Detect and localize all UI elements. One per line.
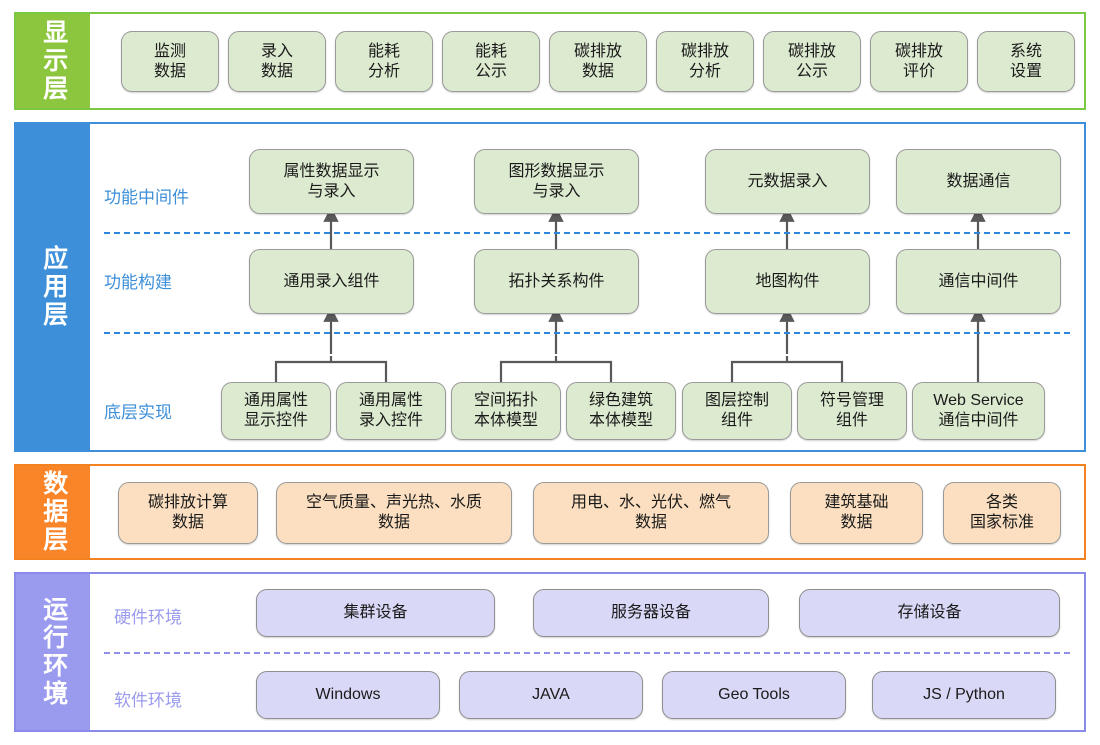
runtime-layer: 运行环境 硬件环境 软件环境 集群设备 服务器设备 存储设备 Windows J…	[14, 572, 1086, 732]
runtime-layer-body: 硬件环境 软件环境 集群设备 服务器设备 存储设备 Windows JAVA G…	[90, 574, 1084, 730]
runtime-software-geotools[interactable]: Geo Tools	[662, 671, 846, 719]
data-node-environment-quality[interactable]: 空气质量、声光热、水质 数据	[276, 482, 512, 544]
runtime-hardware-storage-device[interactable]: 存储设备	[799, 589, 1060, 637]
app-component-topology[interactable]: 拓扑关系构件	[474, 249, 639, 314]
runtime-hardware-cluster-device[interactable]: 集群设备	[256, 589, 495, 637]
display-node-carbon-evaluation[interactable]: 碳排放 评价	[870, 31, 968, 92]
display-layer: 显示层 监测 数据 录入 数据 能耗 分析 能耗 公示 碳排放 数据 碳排放 分…	[14, 12, 1086, 110]
display-layer-tab: 显示层	[16, 14, 90, 108]
data-layer-body: 碳排放计算 数据 空气质量、声光热、水质 数据 用电、水、光伏、燃气 数据 建筑…	[90, 466, 1084, 558]
application-layer-body: 功能中间件 功能构建 底层实现 属性数据显示 与录入 图形数据显示 与录入 元数…	[90, 124, 1084, 450]
display-node-monitoring-data[interactable]: 监测 数据	[121, 31, 219, 92]
runtime-divider	[104, 652, 1070, 654]
app-impl-layer-control-component[interactable]: 图层控制 组件	[682, 382, 792, 440]
app-component-map[interactable]: 地图构件	[705, 249, 870, 314]
display-node-carbon-publicity[interactable]: 碳排放 公示	[763, 31, 861, 92]
app-component-general-entry[interactable]: 通用录入组件	[249, 249, 414, 314]
runtime-layer-tab: 运行环境	[16, 574, 90, 730]
app-middleware-metadata-entry[interactable]: 元数据录入	[705, 149, 870, 214]
runtime-software-java[interactable]: JAVA	[459, 671, 643, 719]
data-layer-tab: 数据层	[16, 466, 90, 558]
application-layer-tab: 应用层	[16, 124, 90, 450]
app-row-label-implementation: 底层实现	[104, 403, 172, 422]
display-node-entry-data[interactable]: 录入 数据	[228, 31, 326, 92]
data-node-utility-consumption[interactable]: 用电、水、光伏、燃气 数据	[533, 482, 769, 544]
app-impl-attribute-entry-control[interactable]: 通用属性 录入控件	[336, 382, 446, 440]
app-impl-web-service-middleware[interactable]: Web Service 通信中间件	[912, 382, 1045, 440]
app-impl-spatial-topology-ontology[interactable]: 空间拓扑 本体模型	[451, 382, 561, 440]
app-middleware-attribute-data[interactable]: 属性数据显示 与录入	[249, 149, 414, 214]
runtime-row-label-hardware: 硬件环境	[114, 608, 182, 627]
runtime-software-js-python[interactable]: JS / Python	[872, 671, 1056, 719]
display-node-carbon-analysis[interactable]: 碳排放 分析	[656, 31, 754, 92]
app-impl-attribute-display-control[interactable]: 通用属性 显示控件	[221, 382, 331, 440]
app-middleware-data-communication[interactable]: 数据通信	[896, 149, 1061, 214]
app-component-communication-middleware[interactable]: 通信中间件	[896, 249, 1061, 314]
app-row-label-middleware: 功能中间件	[104, 188, 189, 207]
display-node-carbon-data[interactable]: 碳排放 数据	[549, 31, 647, 92]
display-layer-body: 监测 数据 录入 数据 能耗 分析 能耗 公示 碳排放 数据 碳排放 分析 碳排…	[90, 14, 1084, 108]
display-node-energy-analysis[interactable]: 能耗 分析	[335, 31, 433, 92]
runtime-row-label-software: 软件环境	[114, 691, 182, 710]
runtime-software-windows[interactable]: Windows	[256, 671, 440, 719]
display-node-system-settings[interactable]: 系统 设置	[977, 31, 1075, 92]
app-impl-symbol-management-component[interactable]: 符号管理 组件	[797, 382, 907, 440]
app-row-label-component: 功能构建	[104, 273, 172, 292]
data-node-carbon-calculation[interactable]: 碳排放计算 数据	[118, 482, 258, 544]
app-divider-lower	[104, 332, 1070, 334]
display-node-energy-publicity[interactable]: 能耗 公示	[442, 31, 540, 92]
app-impl-green-building-ontology[interactable]: 绿色建筑 本体模型	[566, 382, 676, 440]
runtime-hardware-server-device[interactable]: 服务器设备	[533, 589, 769, 637]
application-layer: 应用层	[14, 122, 1086, 452]
app-divider-upper	[104, 232, 1070, 234]
app-middleware-graphic-data[interactable]: 图形数据显示 与录入	[474, 149, 639, 214]
data-node-building-basic[interactable]: 建筑基础 数据	[790, 482, 923, 544]
data-layer: 数据层 碳排放计算 数据 空气质量、声光热、水质 数据 用电、水、光伏、燃气 数…	[14, 464, 1086, 560]
data-node-national-standards[interactable]: 各类 国家标准	[943, 482, 1061, 544]
